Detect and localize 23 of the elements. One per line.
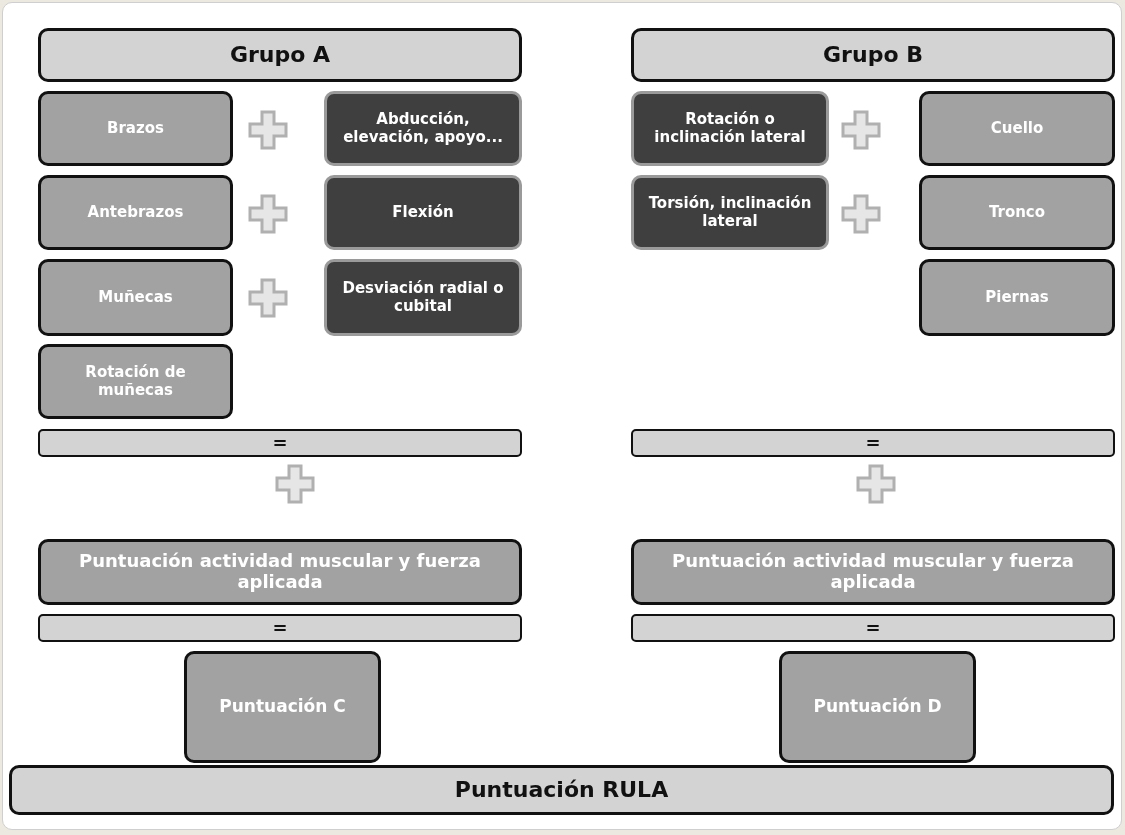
equals-bar: = [38,429,522,457]
body-part-box: Tronco [919,175,1115,250]
movement-box: Flexión [324,175,522,250]
group-title-bar: Grupo A [38,28,522,82]
score-adjustment-box: Puntuación actividad muscular y fuerza aplicada [38,539,522,605]
equals-bar: = [631,429,1115,457]
body-part-box: Brazos [38,91,233,166]
final-score-bar: Puntuación RULA [9,765,1114,815]
body-part-box: Muñecas [38,259,233,336]
movement-box: Abducción, elevación, apoyo... [324,91,522,166]
body-part-box: Cuello [919,91,1115,166]
score-box: Puntuación C [184,651,381,763]
score-adjustment-box: Puntuación actividad muscular y fuerza aplicada [631,539,1115,605]
movement-box: Desviación radial o cubital [324,259,522,336]
equals-bar: = [631,614,1115,642]
body-part-box: Rotación de muñecas [38,344,233,419]
group-title-bar: Grupo B [631,28,1115,82]
movement-box: Torsión, inclinación lateral [631,175,829,250]
equals-bar: = [38,614,522,642]
body-part-box: Antebrazos [38,175,233,250]
body-part-box: Piernas [919,259,1115,336]
score-box: Puntuación D [779,651,976,763]
movement-box: Rotación o inclinación lateral [631,91,829,166]
